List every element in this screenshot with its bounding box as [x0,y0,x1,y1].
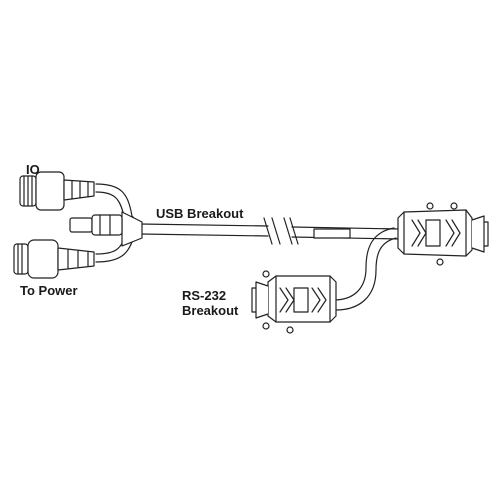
cable-break-mark [263,217,299,245]
rs232-label-line1: RS-232 [182,288,227,303]
usb-breakout-label: USB Breakout [156,206,244,221]
rs232-branch-cable [333,227,397,311]
rs232-label-line2: Breakout [182,303,239,318]
power-connector [13,239,95,279]
to-power-label: To Power [20,283,78,298]
rs232-breakout-label: RS-232 Breakout [182,288,238,318]
cable-sleeve [313,228,351,239]
main-cable [139,223,401,240]
db9-connector-lower [251,270,337,334]
junction-overmold [121,211,143,247]
io-label: IO [26,162,40,177]
db9-connector-upper [397,202,489,266]
usb-connector [69,214,123,236]
io-connector [19,171,95,211]
